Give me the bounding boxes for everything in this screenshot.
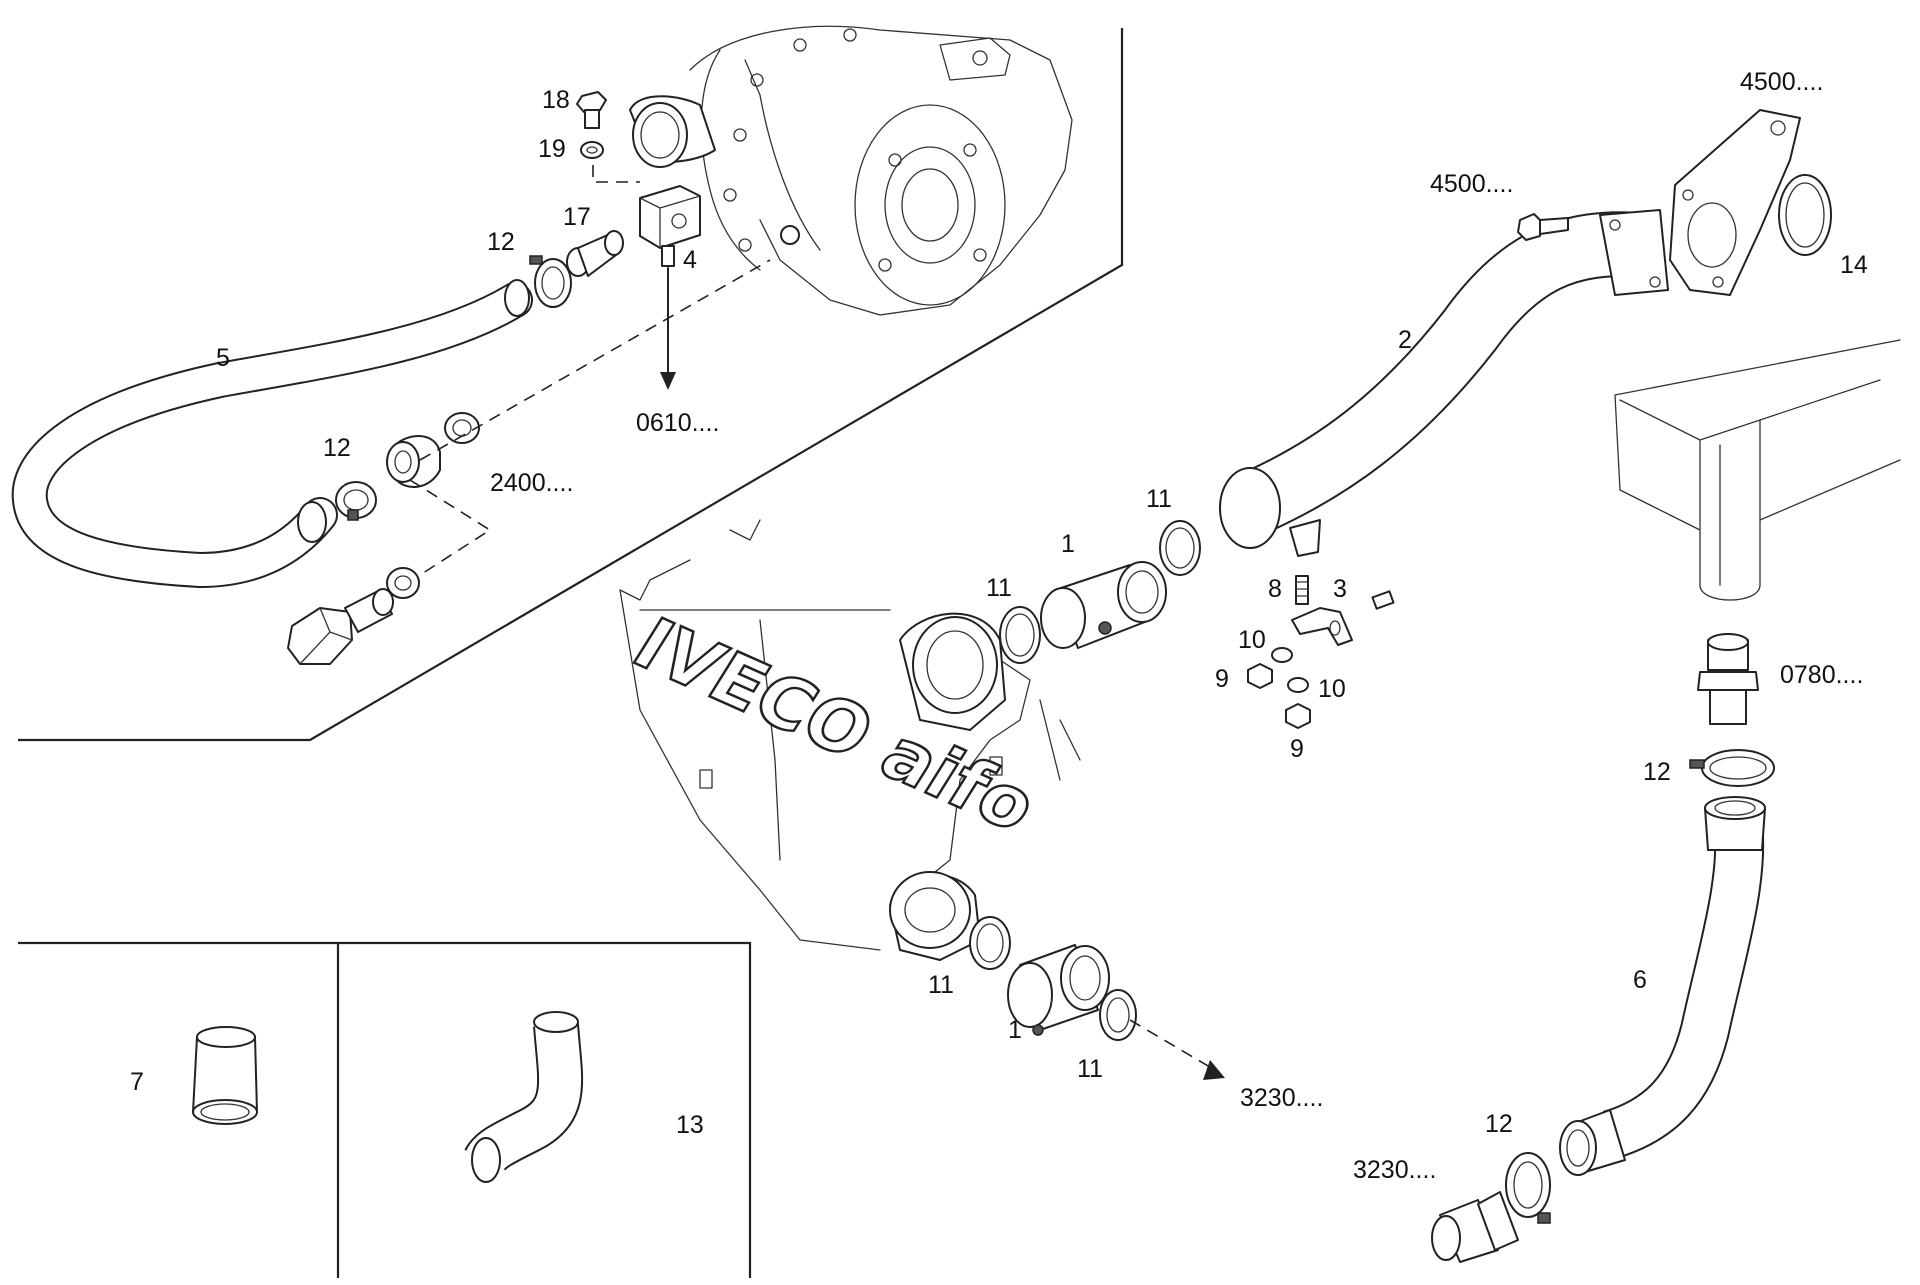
callout-1-b: 1 [1008,1016,1022,1044]
nut-9-a [1247,663,1273,689]
stud-8 [1295,575,1309,605]
callout-19: 19 [538,135,566,163]
bolt-3-small [1371,590,1395,610]
arrow-0610-head [660,372,676,390]
callout-10-a: 10 [1238,626,1266,654]
callout-6: 6 [1633,966,1647,994]
sleeve-1-b [1007,944,1110,1036]
elbow-hose-13 [464,1011,584,1183]
sleeve-1-a [1040,561,1167,649]
oring-11-b [1159,520,1201,576]
callout-4: 4 [683,246,697,274]
nut-9-b [1285,703,1311,729]
hose-clamp-12-top [529,255,572,308]
callout-12-right: 12 [1643,758,1671,786]
callout-4500-mid: 4500.... [1430,170,1513,198]
callout-1-a: 1 [1061,530,1075,558]
turbocharger-housing [629,25,1073,316]
arrow-3230-head [1203,1060,1225,1080]
washer-upper [444,412,480,444]
callout-4500-top: 4500.... [1740,68,1823,96]
pipe-2 [1219,209,1669,557]
callout-7: 7 [130,1068,144,1096]
callout-9-a: 9 [1215,665,1229,693]
callout-3230-b: 3230.... [1353,1156,1436,1184]
dash-line-block [592,165,640,183]
tank-outline [1614,339,1901,601]
callout-10-b: 10 [1318,675,1346,703]
hose-clamp-12-right [1689,749,1775,787]
callout-8: 8 [1268,575,1282,603]
pipe-6 [1559,796,1766,1176]
callout-12-bottom: 12 [1485,1110,1513,1138]
hose-5 [11,279,533,588]
callout-0780: 0780.... [1780,661,1863,689]
callout-9-b: 9 [1290,735,1304,763]
oring-11-d [1099,989,1137,1041]
washer-lower [386,567,420,599]
callout-11-b: 11 [986,574,1012,602]
fitting-17 [566,230,624,277]
callout-11-d: 11 [1077,1055,1103,1083]
callout-3: 3 [1333,575,1347,603]
ring-14 [1778,174,1832,256]
callout-11-a: 11 [1146,485,1172,513]
dash-line-turbo [419,259,771,461]
callout-17: 17 [563,203,591,231]
washer-19 [580,141,604,159]
bracket-3 [1291,607,1353,646]
oring-11-a [999,606,1041,664]
gasket-4500 [1669,109,1801,296]
exhaust-manifold [619,519,1081,961]
callout-13: 13 [676,1111,704,1139]
hose-clamp-12-mid [335,481,377,521]
sleeve-7 [192,1026,258,1125]
callout-12-top: 12 [487,228,515,256]
bolt-18 [576,91,607,129]
washer-10-b [1287,677,1309,693]
dash-line-3230 [1129,1019,1216,1071]
callout-11-c: 11 [928,971,954,999]
callout-2: 2 [1398,326,1412,354]
washer-10-a [1271,647,1293,663]
callout-0610: 0610.... [636,409,719,437]
upper-left-frame [18,28,1124,742]
callout-12-mid: 12 [323,434,351,462]
callout-14: 14 [1840,251,1868,279]
fitting-3230 [1431,1191,1519,1263]
dash-line-banjo [409,479,492,576]
oring-11-c [969,916,1011,970]
banjo-fitting [386,434,441,489]
hose-clamp-12-bottom [1505,1152,1551,1224]
fitting-0780 [1697,633,1759,725]
callout-3230-a: 3230.... [1240,1084,1323,1112]
banjo-bolt [287,588,394,665]
callout-5: 5 [216,344,230,372]
bolt-4500 [1517,213,1569,241]
callout-2400: 2400.... [490,469,573,497]
callout-18: 18 [542,86,570,114]
inset-frame [18,941,752,1278]
connector-block-4 [639,185,701,267]
